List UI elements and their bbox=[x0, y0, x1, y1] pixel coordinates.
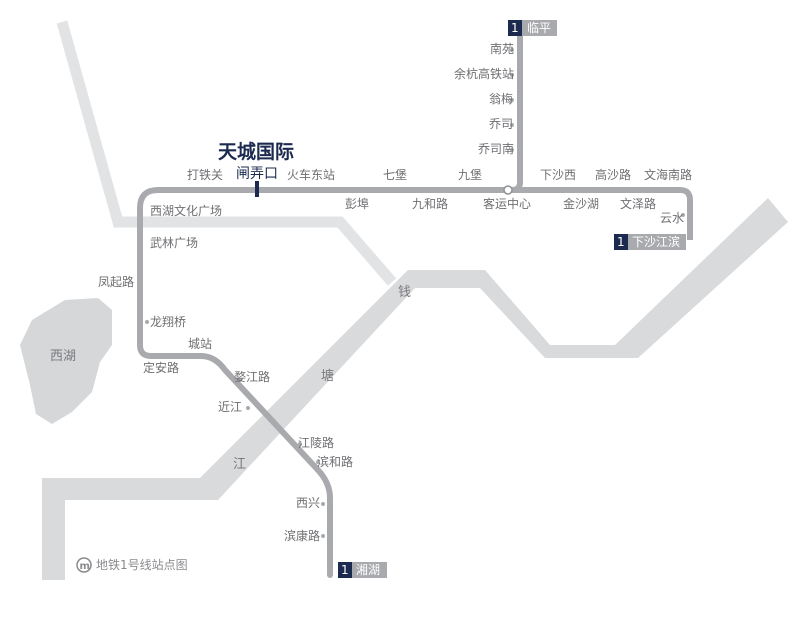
legend-label: 地铁1号线站点图 bbox=[96, 558, 188, 572]
lake-label: 西湖 bbox=[50, 349, 76, 364]
line-number-badge: 1 bbox=[341, 563, 349, 577]
station-qiaosi-south[interactable]: 乔司南 bbox=[478, 141, 514, 156]
line-number-badge: 1 bbox=[617, 235, 625, 249]
highlight-station: 闸弄口 bbox=[236, 166, 278, 182]
station-yunshui[interactable]: 云水 bbox=[660, 211, 684, 225]
station-wenze-road[interactable]: 文泽路 bbox=[620, 196, 656, 211]
station-binkang-road[interactable]: 滨康路 bbox=[284, 528, 320, 543]
station-east-railway[interactable]: 火车东站 bbox=[287, 167, 335, 182]
river-label-2: 塘 bbox=[321, 368, 334, 384]
road-diagonal bbox=[56, 20, 397, 286]
terminus-label: 下沙江滨 bbox=[632, 234, 680, 249]
station-datieguan[interactable]: 打铁关 bbox=[187, 168, 223, 182]
terminus-xianghu[interactable]: 1 湘湖 bbox=[338, 562, 387, 578]
river-label-3: 江 bbox=[233, 457, 246, 472]
terminus-label: 湘湖 bbox=[356, 562, 380, 577]
station-wengmei[interactable]: 翁梅 bbox=[489, 91, 513, 106]
station-dingan-road[interactable]: 定安路 bbox=[143, 360, 179, 375]
terminus-label: 临平 bbox=[527, 21, 551, 35]
station-jiangling-road[interactable]: 江陵路 bbox=[298, 435, 334, 450]
station-jinjiang[interactable]: 近江 bbox=[218, 400, 242, 414]
station-longxiang-bridge[interactable]: 龙翔桥 bbox=[150, 315, 186, 329]
station-xixing[interactable]: 西兴 bbox=[296, 496, 320, 510]
line-number-badge: 1 bbox=[511, 21, 519, 35]
station-qiaosi[interactable]: 乔司 bbox=[489, 117, 513, 131]
station-wulin-square[interactable]: 武林广场 bbox=[150, 236, 198, 250]
qiantang-river bbox=[42, 198, 788, 580]
station-chengzhan[interactable]: 城站 bbox=[188, 337, 212, 351]
terminus-xiasha-jiangbin[interactable]: 1 下沙江滨 bbox=[614, 234, 686, 250]
station-xiasha-west[interactable]: 下沙西 bbox=[540, 168, 576, 182]
svg-text:m: m bbox=[80, 561, 90, 572]
station-labels: 南苑 余杭高铁站 翁梅 乔司 乔司南 客运中心 九堡 彭埠 七堡 九和路 火车东… bbox=[98, 41, 692, 543]
highlight-name: 天城国际 bbox=[218, 140, 294, 163]
station-jiubao[interactable]: 九堡 bbox=[458, 167, 482, 182]
station-jinsha-lake[interactable]: 金沙湖 bbox=[563, 196, 599, 211]
station-west-lake-cultural-sq[interactable]: 西湖文化广场 bbox=[150, 203, 222, 218]
west-lake bbox=[20, 298, 112, 424]
river-label-1: 钱 bbox=[398, 285, 411, 300]
station-pengbu[interactable]: 彭埠 bbox=[345, 197, 369, 211]
station-fengqi-road[interactable]: 凤起路 bbox=[98, 274, 134, 289]
transfer-station-marker bbox=[503, 185, 513, 195]
station-nanyuan[interactable]: 南苑 bbox=[490, 41, 514, 56]
station-passenger-center[interactable]: 客运中心 bbox=[483, 196, 531, 211]
station-dots bbox=[138, 48, 685, 538]
terminus-linping[interactable]: 1 临平 bbox=[508, 20, 557, 36]
station-binhe-road[interactable]: 滨和路 bbox=[317, 454, 353, 469]
highlight-marker bbox=[255, 181, 259, 197]
station-qibao[interactable]: 七堡 bbox=[383, 167, 407, 182]
metro-branch bbox=[512, 187, 693, 240]
station-jiuhe-road[interactable]: 九和路 bbox=[412, 196, 448, 211]
legend: m 地铁1号线站点图 bbox=[76, 557, 188, 573]
station-wenhai-south[interactable]: 文海南路 bbox=[644, 167, 692, 182]
station-wujiang-road[interactable]: 婺江路 bbox=[234, 369, 270, 384]
station-gaosha-road[interactable]: 高沙路 bbox=[595, 167, 631, 182]
metro-logo-icon bbox=[76, 557, 92, 573]
station-yuhang-hsr[interactable]: 余杭高铁站 bbox=[454, 66, 514, 81]
